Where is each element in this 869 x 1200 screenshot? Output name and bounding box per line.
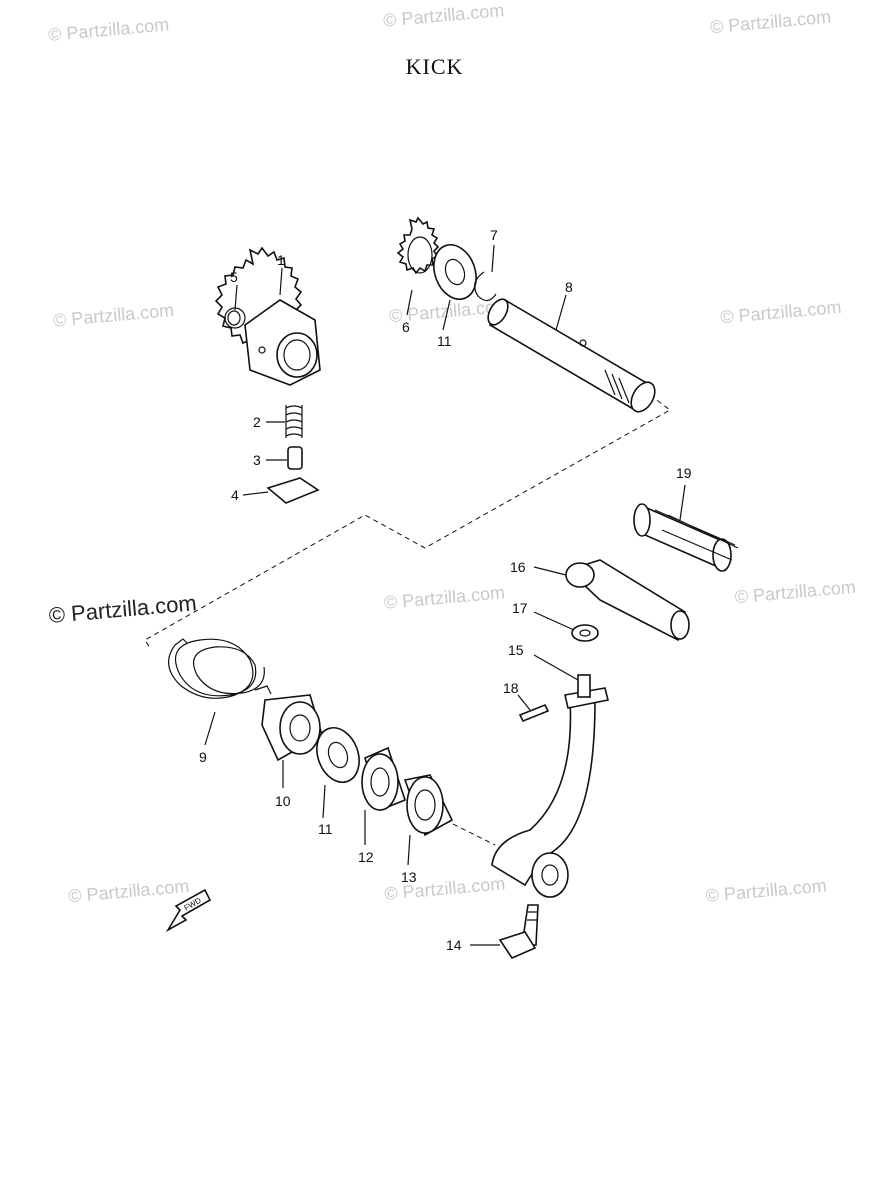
callout-12: 12 [358,849,374,865]
callout-4: 4 [231,487,239,503]
kick-shaft[interactable] [484,296,660,416]
washer-bottom[interactable] [310,722,367,788]
callout-2: 2 [253,414,261,430]
washer-top[interactable] [427,239,484,305]
assembly-guide-line [444,819,496,846]
callout-6: 6 [402,319,410,335]
oil-seal[interactable] [403,774,454,837]
diagram-title: KICK [405,54,464,79]
callout-16: 16 [510,559,526,575]
callout-8: 8 [565,279,573,295]
kick-lever[interactable] [491,674,609,898]
bushing[interactable] [361,746,406,812]
circlip[interactable] [474,271,497,302]
spring-small[interactable] [285,405,303,438]
callout-14: 14 [446,937,462,953]
callout-15: 15 [508,642,524,658]
callout-11-top: 11 [437,333,452,349]
callout-1: 1 [277,252,285,268]
callout-10: 10 [275,793,291,809]
watermark: © Partzilla.com [709,7,832,37]
watermark: © Partzilla.com [720,297,843,327]
assembly-guide-line [144,394,671,649]
callout-18: 18 [503,680,519,696]
washer-small[interactable] [571,624,599,642]
leader-lines [204,244,686,946]
pin-small[interactable] [287,446,303,470]
stopper-plate[interactable] [266,477,320,504]
watermark: © Partzilla.com [383,582,506,612]
callout-17: 17 [512,600,528,616]
callout-13: 13 [401,869,417,885]
watermark: © Partzilla.com [68,876,191,906]
kick-rubber-grip[interactable] [633,503,739,572]
watermark-dark: © Partzilla.com [48,590,198,628]
callout-labels: 1 2 3 4 5 6 7 8 9 10 11 11 12 13 14 15 1… [199,227,692,953]
callout-7: 7 [490,227,498,243]
kick-idle-gear[interactable] [214,246,321,386]
spring-guide[interactable] [261,694,323,762]
callout-5: 5 [230,269,238,285]
watermark: © Partzilla.com [52,300,175,330]
kick-return-spring[interactable] [168,638,272,699]
gear-o-ring[interactable] [227,310,241,326]
lever-pin[interactable] [518,703,550,723]
callout-3: 3 [253,452,261,468]
callout-11-bottom: 11 [318,821,333,837]
kick-crank-boss[interactable] [565,559,690,642]
watermark: © Partzilla.com [734,577,857,607]
watermark: © Partzilla.com [382,0,505,30]
pinch-bolt[interactable] [498,904,539,960]
callout-9: 9 [199,749,207,765]
watermark: © Partzilla.com [47,14,170,44]
kick-gear[interactable] [396,216,440,275]
watermark: © Partzilla.com [705,875,828,905]
callout-19: 19 [676,465,692,481]
